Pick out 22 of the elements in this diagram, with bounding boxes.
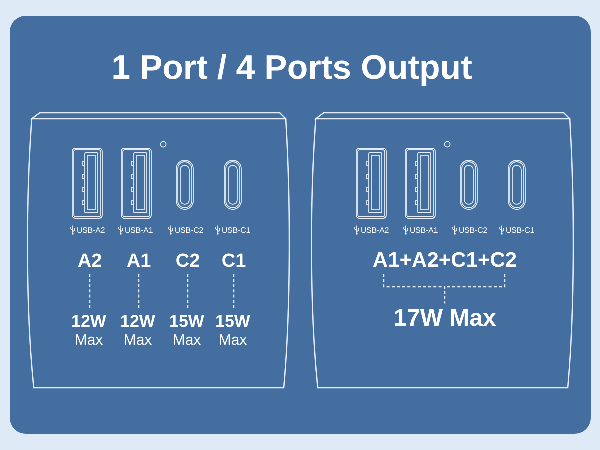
dashed-line	[89, 274, 91, 310]
dashed-bracket	[383, 274, 506, 304]
max-label: Max	[124, 333, 152, 348]
port-name: A2	[78, 252, 102, 271]
wattage-value: 15W	[170, 312, 204, 330]
charger-body	[26, 111, 291, 390]
port-name: C1	[222, 252, 246, 271]
wattage-value: 12W	[72, 312, 106, 330]
dashed-line	[187, 274, 189, 310]
total-wattage: 17W Max	[394, 306, 496, 331]
port-name: A1	[126, 252, 152, 271]
wattage-value: 12W	[120, 312, 156, 330]
max-label: Max	[74, 333, 104, 348]
charger-body	[310, 111, 575, 390]
dashed-line	[138, 274, 140, 310]
title: 1 Port / 4 Ports Output	[112, 51, 472, 85]
max-label: Max	[172, 333, 202, 348]
dashed-line	[233, 274, 235, 310]
port-name: C2	[176, 252, 200, 271]
max-label: Max	[218, 333, 248, 348]
wattage-value: 15W	[216, 312, 250, 330]
port-combination: A1+A2+C1+C2	[372, 250, 518, 272]
